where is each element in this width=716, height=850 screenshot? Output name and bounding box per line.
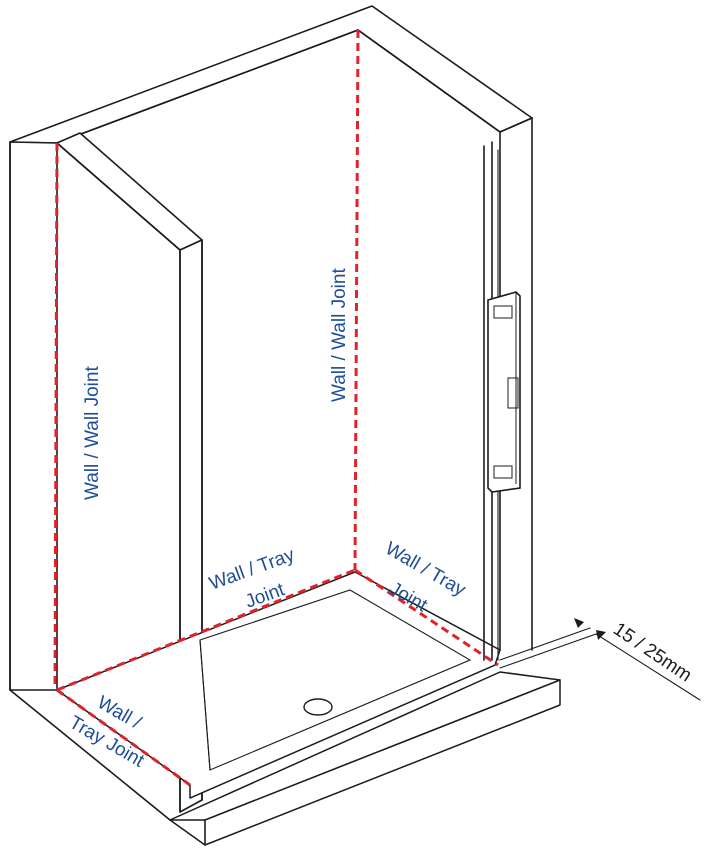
joint-lines — [53, 29, 499, 787]
shower-tray — [56, 571, 561, 846]
left-wall-tray-joint-line — [56, 688, 191, 787]
right-wall-tray-joint-line — [354, 568, 499, 667]
left-wall — [9, 5, 533, 691]
back-wall-joint-label: Wall / Wall Joint — [329, 268, 350, 402]
back-wall-tray-joint-line — [56, 568, 356, 692]
arrow-left-icon — [596, 630, 606, 640]
gap-dimension — [499, 618, 701, 701]
valve-control-top-icon — [493, 305, 513, 319]
shower-valve-panel — [487, 291, 521, 493]
back-wall-wall-joint-line — [353, 29, 360, 571]
left-wall-wall-joint-line — [53, 142, 59, 691]
arrow-right-icon — [574, 618, 584, 628]
drain-icon — [303, 698, 333, 716]
back-tray-joint-label-line1: Wall / Tray — [207, 544, 298, 594]
valve-handle-icon — [507, 377, 519, 409]
gap-dimension-label: 15 / 25mm — [609, 619, 695, 687]
left-wall-joint-label: Wall / Wall Joint — [82, 366, 103, 500]
valve-control-bottom-icon — [493, 465, 513, 479]
back-wall — [56, 29, 533, 651]
